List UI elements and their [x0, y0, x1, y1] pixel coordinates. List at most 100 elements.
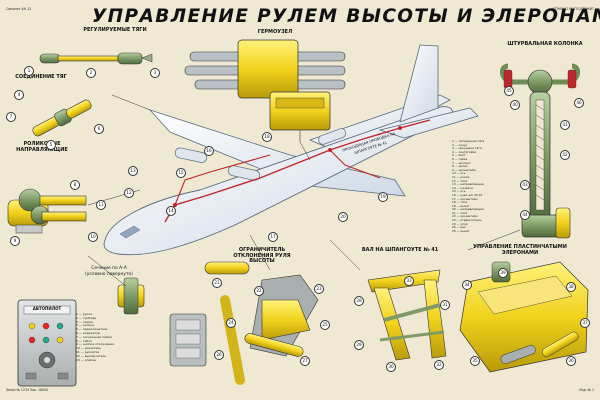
callout-number: 5 [46, 140, 56, 150]
callout-number: 2 [86, 68, 96, 78]
callout-number: 24 [226, 318, 236, 328]
roller-guides-illustration [7, 188, 87, 234]
callout-number: 3 [150, 68, 160, 78]
callout-number: 35 [470, 356, 480, 366]
callout-number: 1 [24, 66, 34, 76]
callout-number: 13 [128, 166, 138, 176]
callout-number: 37 [580, 318, 590, 328]
panel-legend-item: 3 — лампа [76, 319, 93, 324]
callout-number: 21 [212, 278, 222, 288]
panel-legend-item: 5 — переключатель [76, 327, 108, 332]
panel-legend-item: 7 — сигнальная лампа [76, 334, 112, 339]
panel-legend-item: 10 — указатель [76, 346, 101, 351]
label-control-column: ШТУРВАЛЬНАЯ КОЛОНКА [507, 41, 583, 47]
callout-number: 38 [566, 282, 576, 292]
aileron-tab-illustration [459, 261, 589, 373]
legend-item: 25 — вал [452, 225, 466, 230]
legend-item: 4 — контргайка [452, 149, 477, 154]
callout-number: 30 [386, 362, 396, 372]
legend-item: 7 — шплинт [452, 160, 471, 165]
callout-number: 33 [404, 276, 414, 286]
callout-number: 19 [378, 192, 388, 202]
legend-item: 8 — ролик [452, 164, 468, 169]
label-sealed-unit: ГЕРМОУЗЕЛ [257, 29, 293, 35]
callout-number: 32 [434, 360, 444, 370]
legend-item: 12 — тяга [452, 178, 468, 183]
corner-left-note: Самолет АН-12 [6, 7, 32, 11]
callout-number: 25 [320, 320, 330, 330]
callout-number: 42 [560, 150, 570, 160]
parts-legend: 1 — поперечная тяга 2 — конус 3 — проуши… [452, 139, 510, 233]
panel-legend-item: 4 — кнопка [76, 323, 95, 328]
label-adjustable-rods: РЕГУЛИРУЕМЫЕ ТЯГИ [83, 27, 147, 33]
panel-legend-item: 11 — рукоятка [76, 349, 100, 354]
callout-number: 7 [6, 112, 16, 122]
corner-right-note: УТРИАНО НЕ ПОДЛЕЖИТ [552, 7, 594, 11]
panel-legend-item: 6 — индикатор [76, 330, 100, 335]
legend-item: 24 — упор [452, 221, 468, 226]
legend-item: 20 — направляющие [452, 207, 484, 212]
callout-number: 12 [124, 188, 134, 198]
legend-item: 2 — конус [452, 142, 468, 147]
callout-number: 40 [510, 100, 520, 110]
limiter-illustration [204, 261, 319, 385]
legend-item: 26 — рычаг [452, 228, 470, 233]
label-roller-guides: РОЛИКОВЫЕ НАПРАВЛЯЮЩИЕ [16, 141, 68, 153]
callout-number: 11 [96, 200, 106, 210]
shaft-illustration [367, 269, 447, 361]
panel-legend-item: 13 — клапан [76, 357, 97, 362]
label-autopilot: АВТОПИЛОТ [32, 306, 62, 311]
callout-number: 9 [10, 236, 20, 246]
callout-number: 27 [300, 356, 310, 366]
legend-item: 5 — болт [452, 153, 466, 158]
legend-item: 16 — узел шп. № 26 [452, 192, 483, 197]
legend-item: 17 — кронштейн [452, 196, 478, 201]
callout-number: 43 [520, 180, 530, 190]
label-shaft: ВАЛ НА ШПАНГОУТЕ № 41 [361, 247, 439, 253]
callout-number: 16 [204, 146, 214, 156]
callout-number: 10 [88, 232, 98, 242]
panel-legend-item: 8 — табло [76, 338, 93, 343]
legend-item: 14 — качалка [452, 185, 473, 190]
callout-number: 18 [262, 132, 272, 142]
callout-number: 17 [268, 232, 278, 242]
legend-item: 22 — кронштейн [452, 214, 478, 219]
legend-item: 21 — тяга [452, 210, 468, 215]
legend-item: 10 — ось [452, 171, 466, 176]
callout-number: 36 [566, 356, 576, 366]
label-rod-joint: СОЕДИНЕНИЕ ТЯГ [15, 74, 67, 80]
label-aileron-tabs: УПРАВЛЕНИЕ ПЛАСТИНЧАТЫМИ ЭЛЕРОНАМИ [473, 244, 567, 256]
callout-number: 45 [504, 86, 514, 96]
callout-number: 22 [254, 286, 264, 296]
footer-right-note: Изд. № 1 [579, 388, 594, 392]
legend-item: 23 — ограничитель [452, 218, 482, 223]
autopilot-panel-illustration [17, 299, 77, 387]
legend-item: 15 — ось [452, 189, 466, 194]
legend-item: 1 — поперечная тяга [452, 139, 485, 143]
legend-item: 11 — ролик [452, 174, 470, 179]
callout-number: 41 [560, 120, 570, 130]
callout-number: 20 [338, 212, 348, 222]
footer-left-note: Заказ № 1234 Зак. 18000 [6, 388, 49, 392]
legend-item: 19 — рычаг [452, 203, 470, 208]
panel-legend-item: 9 — кнопка отключения [76, 342, 115, 347]
callout-number: 14 [166, 206, 176, 216]
sealed-unit-illustration [184, 39, 346, 142]
airplane-illustration [103, 44, 479, 256]
callout-number: 28 [354, 296, 364, 306]
leader-lines [87, 94, 521, 271]
callout-number: 44 [520, 210, 530, 220]
callout-number: 39 [498, 268, 508, 278]
label-limiter: ОГРАНИЧИТЕЛЬ ОТКЛОНЕНИЯ РУЛЯ ВЫСОТЫ [233, 247, 291, 265]
label-section-aa: Сечение по А-А (условно повернуто) [85, 266, 133, 277]
poster-title: УПРАВЛЕНИЕ РУЛЕМ ВЫСОТЫ И ЭЛЕРОНАМИ [92, 6, 600, 27]
callout-number: 34 [462, 280, 472, 290]
callout-number: 23 [314, 284, 324, 294]
panel-legend-item: 1 — ручка [76, 312, 92, 316]
legend-item: 18 — тяга [452, 200, 468, 205]
control-column-illustration [500, 63, 580, 239]
legend-item: 9 — кронштейн [452, 167, 476, 172]
callout-number: 4 [14, 90, 24, 100]
